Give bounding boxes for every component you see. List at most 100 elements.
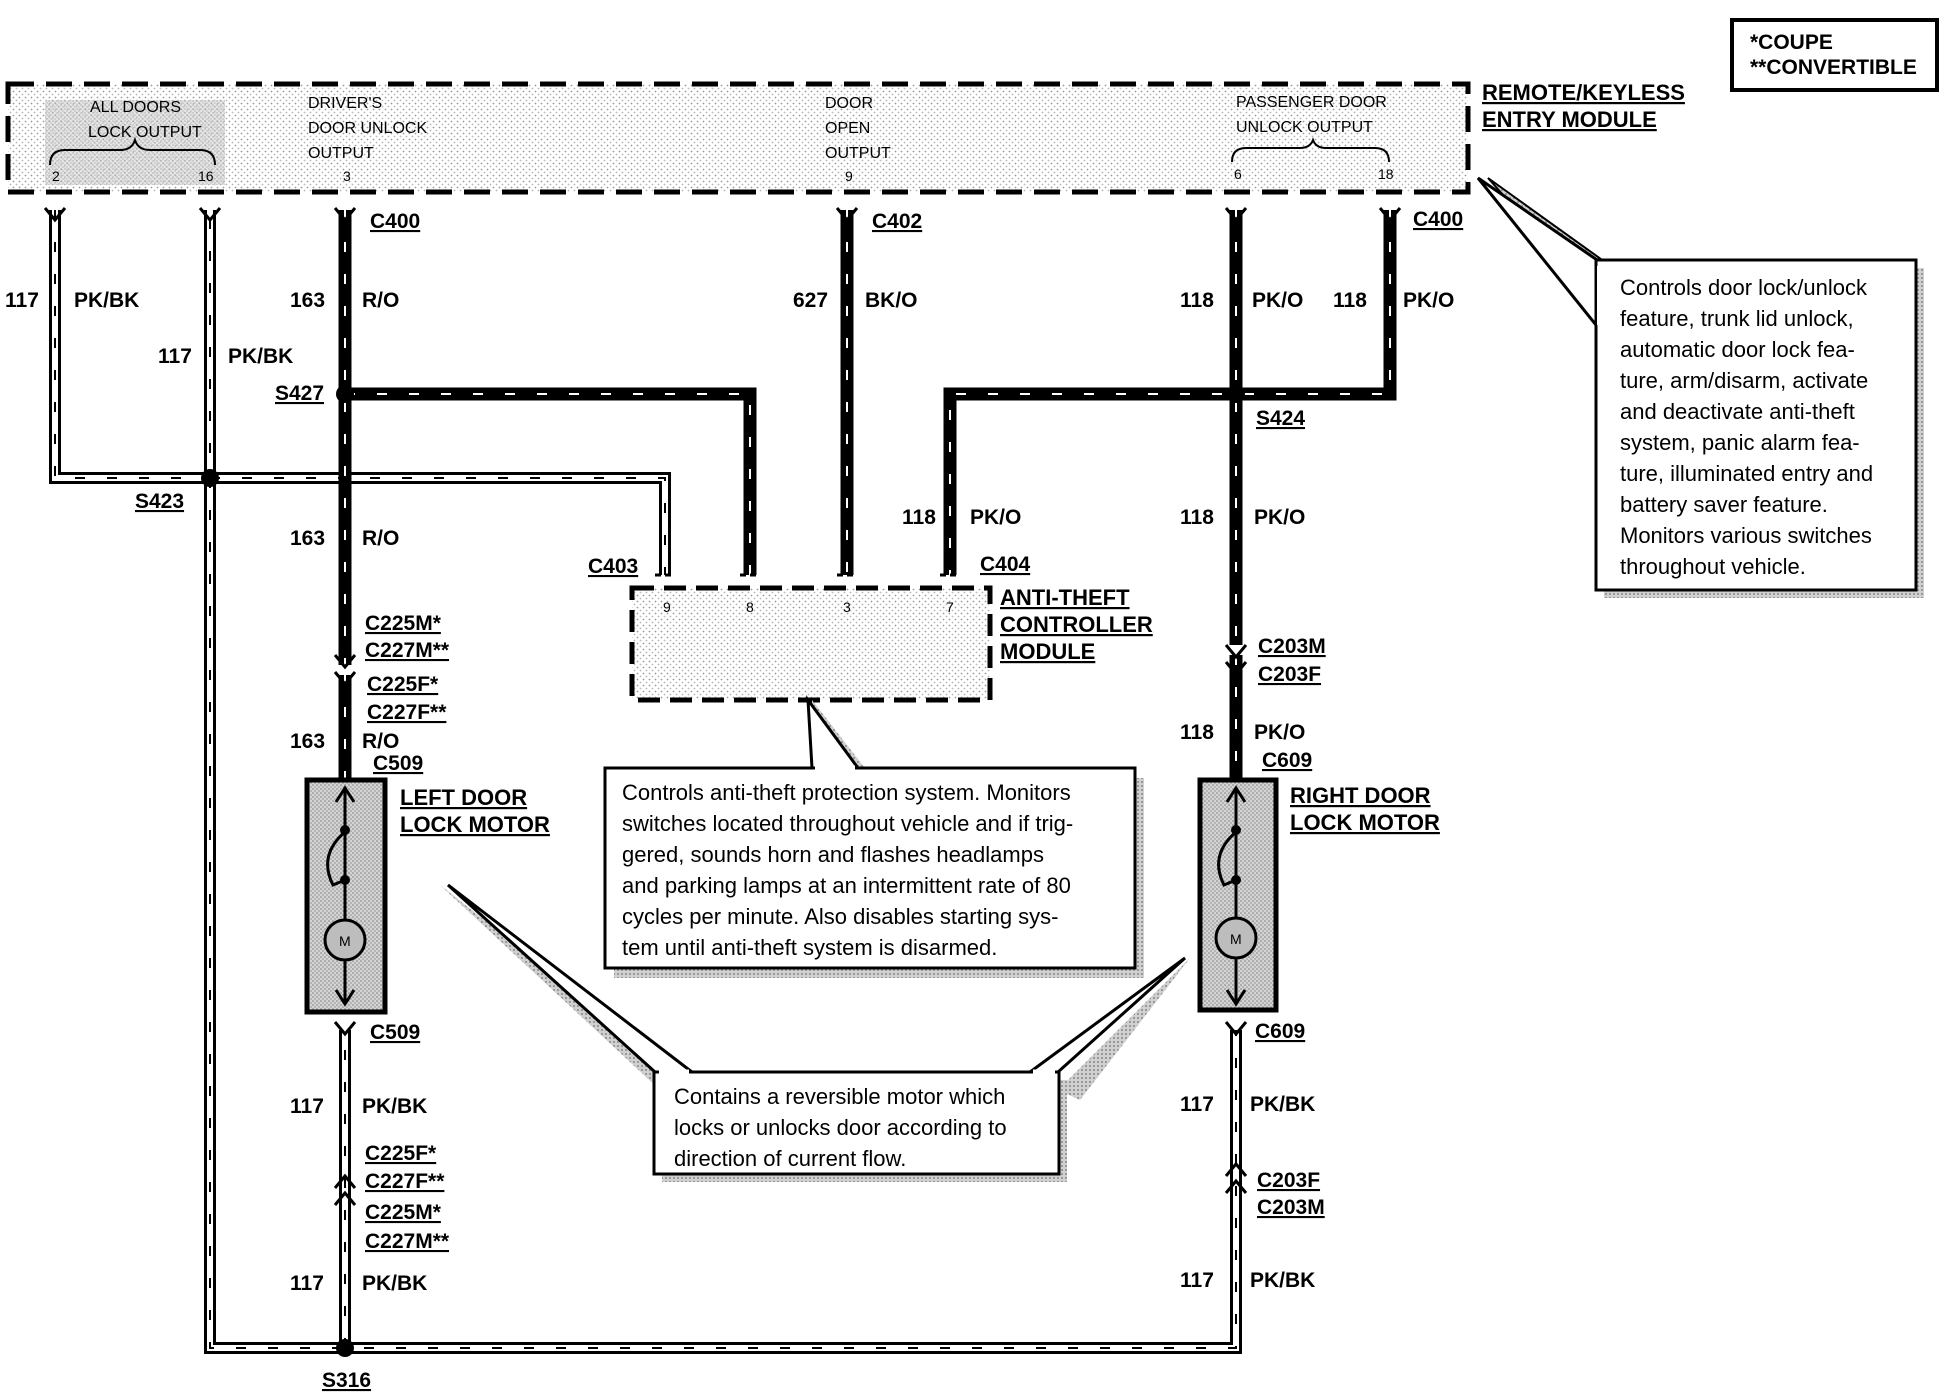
wire-117-f-color: PK/BK — [1250, 1269, 1315, 1292]
rke-note-line-4: ture, arm/disarm, activate — [1620, 368, 1868, 393]
c203f-upper: C203F — [1258, 663, 1321, 686]
anti-theft-module: 9 8 3 7 — [629, 585, 993, 703]
right-motor-title-1: RIGHT DOOR — [1290, 783, 1431, 808]
c609-top: C609 — [1262, 749, 1312, 772]
rke-note-line-6: system, panic alarm fea- — [1620, 430, 1860, 455]
wire-117-d-color: PK/BK — [362, 1272, 427, 1295]
c509-bottom: C509 — [370, 1021, 420, 1044]
wire-117-pkbk-network — [49, 210, 1242, 1354]
wire-627-num: 627 — [793, 289, 828, 312]
wire-118-c-color: PK/O — [970, 506, 1021, 529]
c203m-lower: C203M — [1257, 1196, 1325, 1219]
c403: C403 — [588, 555, 638, 578]
c400-left: C400 — [370, 210, 420, 233]
c404: C404 — [980, 553, 1031, 576]
wire-dark-network — [338, 210, 1397, 780]
right-door-lock-motor: M — [1197, 777, 1279, 1013]
legend-coupe: *COUPE — [1750, 31, 1833, 54]
atm-title-2: CONTROLLER — [1000, 612, 1153, 637]
wire-118-d-num: 118 — [1180, 506, 1214, 529]
wire-117-b-num: 117 — [158, 345, 192, 368]
wire-117-a-color: PK/BK — [74, 289, 139, 312]
c227f-upper: C227F** — [367, 701, 447, 724]
splice-s427 — [336, 385, 354, 403]
wire-117-e-color: PK/BK — [1250, 1093, 1315, 1116]
anti-theft-note-line-2: switches located throughout vehicle and … — [622, 811, 1073, 836]
wire-163-c-num: 163 — [290, 730, 325, 753]
motor-note-line-3: direction of current flow. — [674, 1146, 906, 1171]
atm-pin-3: 3 — [843, 599, 851, 615]
rke-drivers-label-3: OUTPUT — [308, 145, 374, 162]
motor-note-line-1: Contains a reversible motor which — [674, 1084, 1005, 1109]
wire-118-e-color: PK/O — [1254, 721, 1305, 744]
c225f-upper: C225F* — [367, 673, 439, 696]
rke-module-title-1: REMOTE/KEYLESS — [1482, 80, 1685, 105]
splice-s316 — [336, 1339, 354, 1357]
left-motor-symbol: M — [339, 933, 351, 949]
splice-s424 — [1227, 385, 1245, 403]
rke-door-open-label-2: OPEN — [825, 120, 870, 137]
atm-title-1: ANTI-THEFT — [1000, 585, 1130, 610]
wire-627-color: BK/O — [865, 289, 918, 312]
atm-pin-9: 9 — [663, 599, 671, 615]
c227f-lower: C227F** — [365, 1170, 445, 1193]
rke-pin-6: 6 — [1234, 166, 1242, 182]
anti-theft-note: Controls anti-theft protection system. M… — [603, 695, 1144, 978]
rke-note-line-2: feature, trunk lid unlock, — [1620, 306, 1854, 331]
atm-pin-7: 7 — [946, 599, 954, 615]
splice-s423 — [201, 469, 219, 487]
atm-title-3: MODULE — [1000, 639, 1095, 664]
wire-117-b-color: PK/BK — [228, 345, 293, 368]
rke-module: ALL DOORS LOCK OUTPUT DRIVER'S DOOR UNLO… — [5, 81, 1471, 195]
wire-118-c-num: 118 — [902, 506, 936, 529]
motor-note: Contains a reversible motor which locks … — [440, 883, 1190, 1182]
wire-163-a-num: 163 — [290, 289, 325, 312]
rke-all-doors-label-2: LOCK OUTPUT — [88, 124, 202, 141]
wire-118-a-color: PK/O — [1252, 289, 1303, 312]
wire-163-b-num: 163 — [290, 527, 325, 550]
wire-117-d-num: 117 — [290, 1272, 324, 1295]
wire-118-b-color: PK/O — [1403, 289, 1454, 312]
c225m-lower: C225M* — [365, 1201, 442, 1224]
atm-pin-8: 8 — [746, 599, 754, 615]
rke-drivers-label-1: DRIVER'S — [308, 95, 382, 112]
wire-163-a-color: R/O — [362, 289, 399, 312]
legend-convertible: **CONVERTIBLE — [1750, 56, 1917, 79]
c609-bottom: C609 — [1255, 1020, 1305, 1043]
rke-note-line-10: throughout vehicle. — [1620, 554, 1806, 579]
c225m-upper: C225M* — [365, 612, 442, 635]
rke-note: Controls door lock/unlock feature, trunk… — [1476, 176, 1924, 598]
wire-163-b-color: R/O — [362, 527, 399, 550]
c227m-lower: C227M** — [365, 1230, 450, 1253]
right-motor-symbol: M — [1230, 931, 1242, 947]
wire-117-c-color: PK/BK — [362, 1095, 427, 1118]
s427: S427 — [275, 382, 324, 405]
splices — [201, 385, 1245, 1357]
c509-top: C509 — [373, 752, 423, 775]
c203m-upper: C203M — [1258, 635, 1326, 658]
connector-chevrons — [43, 207, 1402, 1206]
rke-door-open-label-1: DOOR — [825, 95, 873, 112]
rke-pin-2: 2 — [52, 168, 60, 184]
wire-163-c-color: R/O — [362, 730, 399, 753]
s424: S424 — [1256, 407, 1305, 430]
motor-note-line-2: locks or unlocks door according to — [674, 1115, 1007, 1140]
legend-box: *COUPE **CONVERTIBLE — [1730, 18, 1939, 92]
left-motor-title-2: LOCK MOTOR — [400, 812, 550, 837]
anti-theft-note-line-5: cycles per minute. Also disables startin… — [622, 904, 1059, 929]
c402: C402 — [872, 210, 922, 233]
rke-all-doors-label-1: ALL DOORS — [90, 99, 181, 116]
rke-pin-16: 16 — [198, 168, 214, 184]
rke-passenger-label-1: PASSENGER DOOR — [1236, 94, 1387, 111]
wire-118-b-num: 118 — [1333, 289, 1367, 312]
rke-pin-3: 3 — [343, 168, 351, 184]
rke-note-line-9: Monitors various switches — [1620, 523, 1872, 548]
s423: S423 — [135, 490, 184, 513]
left-door-lock-motor: M — [304, 777, 388, 1015]
anti-theft-note-line-1: Controls anti-theft protection system. M… — [622, 780, 1071, 805]
rke-pin-9: 9 — [845, 168, 853, 184]
wire-118-e-num: 118 — [1180, 721, 1214, 744]
wire-118-a-num: 118 — [1180, 289, 1214, 312]
c225f-lower: C225F* — [365, 1142, 437, 1165]
rke-pin-18: 18 — [1378, 166, 1394, 182]
